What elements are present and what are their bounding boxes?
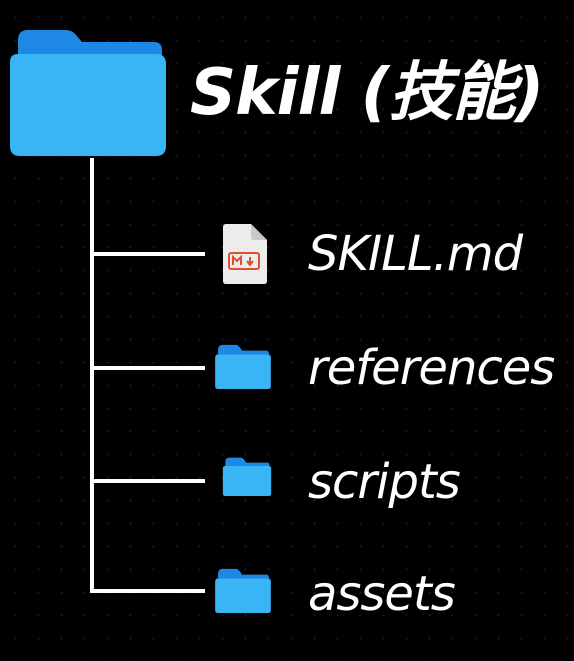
folder-icon: [10, 30, 166, 156]
markdown-file-icon: [223, 224, 267, 284]
folder-icon: [222, 457, 272, 496]
folder-icon: [215, 344, 271, 390]
child-label: assets: [308, 566, 456, 622]
child-label: SKILL.md: [308, 226, 523, 282]
root-label: Skill (技能): [190, 56, 544, 130]
folder-icon: [215, 568, 271, 614]
child-label: scripts: [308, 454, 461, 510]
child-label: references: [308, 340, 555, 396]
